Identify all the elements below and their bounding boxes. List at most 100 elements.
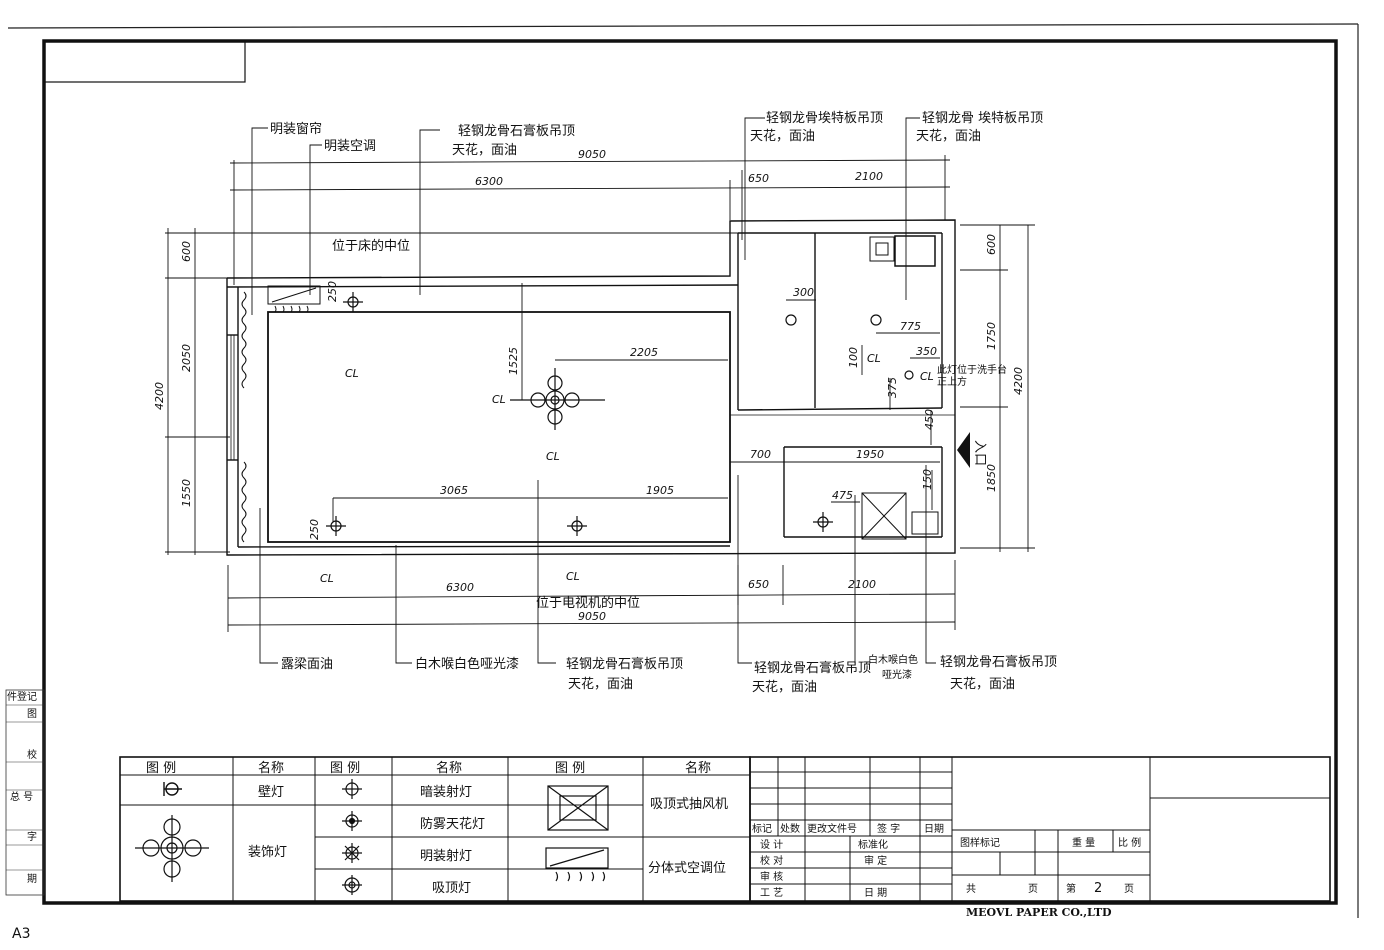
legend-header-4: 名称 (436, 760, 462, 776)
callout-white-paint-2a: 白木喉白色 (868, 653, 918, 666)
legend-split-ac: 分体式空调位 (648, 861, 726, 876)
callout-tv-center: 位于电视机的中位 (536, 595, 640, 611)
dim-3065: 3065 (440, 484, 468, 497)
entrance-label: 入口 (972, 440, 987, 466)
ceiling-lamp-icon (342, 875, 362, 895)
exhaust-fan-plan (861, 235, 939, 540)
tb-standard: 标准化 (858, 838, 888, 851)
centerline-3: CL (546, 450, 560, 463)
dim-top-left: 6300 (475, 175, 503, 188)
decor-lamp-icon (135, 815, 209, 882)
centerline-7: CL (920, 370, 934, 383)
legend-exhaust-fan: 吸顶式抽风机 (650, 797, 728, 812)
dim-250-top: 250 (326, 281, 339, 302)
centerline-6: CL (867, 352, 881, 365)
corner-box (43, 40, 246, 83)
legend-wall-lamp: 壁灯 (258, 785, 284, 800)
tb-total: 共 (966, 883, 976, 895)
tb-review: 审 定 (864, 854, 887, 867)
callout-ac: 明装空调 (324, 139, 376, 154)
plan-walls (226, 219, 956, 556)
rev-header-count: 处数 (780, 822, 800, 835)
callout-white-paint-2b: 哑光漆 (882, 668, 912, 681)
callout-mirror-b: 正上方 (937, 375, 967, 388)
dim-1950: 1950 (856, 448, 884, 461)
tb-craft: 工 艺 (760, 887, 783, 899)
rev-header-docno: 更改文件号 (807, 822, 857, 835)
dim-300: 300 (793, 286, 814, 299)
sheet-top-edge (7, 23, 1359, 29)
strip-label-3: 校 (27, 748, 37, 761)
dim-bot-mid: 650 (748, 578, 769, 591)
dim-left-600: 600 (180, 241, 193, 262)
legend-header-1: 图 例 (146, 761, 176, 776)
centerline-2: CL (492, 393, 506, 406)
dim-top-right: 2100 (855, 170, 883, 183)
strip-label-2: 图 (27, 708, 37, 720)
callout-white-paint: 白木喉白色哑光漆 (415, 656, 519, 672)
dim-700: 700 (750, 448, 771, 461)
drawing-frame (42, 39, 1338, 905)
dim-250-bottom: 250 (308, 519, 321, 540)
callout-ceiling-bot-3b: 天花，面油 (950, 676, 1015, 692)
callout-ceiling-bot-3a: 轻钢龙骨石膏板吊顶 (940, 654, 1057, 670)
dim-1905: 1905 (646, 484, 674, 497)
dim-100: 100 (847, 347, 860, 368)
legend-header-5: 图 例 (555, 761, 585, 776)
callout-ceiling-top-3b: 天花，面油 (916, 128, 981, 144)
dim-right-total: 4200 (1012, 367, 1025, 395)
dim-left-2050: 2050 (180, 344, 193, 372)
title-block-grid (749, 756, 1331, 902)
tb-audit: 审 核 (760, 870, 783, 883)
tb-drawing-mark: 图样标记 (960, 836, 1000, 849)
strip-label-5: 字 (27, 830, 37, 843)
exhaust-fan-icon (547, 785, 609, 831)
callout-beam: 露梁面油 (281, 657, 333, 672)
rev-header-mark: 标记 (752, 823, 772, 835)
left-binding-strip: 件登记 图 校 总 号 字 期 (5, 689, 45, 896)
dim-475: 475 (832, 489, 853, 502)
dim-150: 150 (921, 469, 934, 490)
callout-ceiling-top-2b: 天花，面油 (750, 128, 815, 144)
dim-bot-total: 9050 (578, 610, 606, 623)
tb-design: 设 计 (760, 838, 783, 851)
callout-ceiling-top-2a: 轻钢龙骨埃特板吊顶 (766, 111, 883, 126)
rev-header-sign: 签 字 (877, 822, 900, 835)
legend-header-3: 图 例 (330, 761, 360, 776)
dim-350: 350 (916, 345, 937, 358)
curtain-symbol (241, 291, 247, 543)
centerline-1: CL (345, 367, 359, 380)
dim-left-total: 4200 (153, 382, 166, 410)
dim-left-1550: 1550 (180, 479, 193, 507)
tb-nth: 第 (1066, 882, 1076, 895)
callout-bed-center: 位于床的中位 (332, 238, 410, 254)
dim-top-mid: 650 (748, 172, 769, 185)
dimension-lines (165, 155, 1035, 632)
spot-lights-plan (326, 292, 914, 536)
callout-ceiling-bot-2b: 天花，面油 (752, 679, 817, 695)
callout-ceiling-top-3a: 轻钢龙骨 埃特板吊顶 (922, 111, 1043, 126)
callout-ceiling-bot-1a: 轻钢龙骨石膏板吊顶 (566, 656, 683, 672)
ac-unit-plan (267, 285, 321, 313)
decorative-lamp-plan (510, 368, 605, 430)
recessed-spot-icon (342, 779, 362, 799)
dim-right-600: 600 (985, 234, 998, 255)
dim-bot-left: 6300 (446, 581, 474, 594)
strip-label-6: 期 (27, 873, 37, 885)
callout-curtain: 明装窗帘 (270, 121, 322, 137)
dim-right-1750: 1750 (985, 322, 998, 350)
dim-1525: 1525 (507, 347, 520, 375)
tb-date: 日 期 (864, 887, 887, 899)
tb-page-b: 页 (1124, 883, 1134, 895)
wall-lamp-icon (163, 782, 182, 796)
entrance-arrow (957, 432, 970, 468)
legend-header-2: 名称 (258, 760, 284, 776)
split-ac-icon (545, 847, 609, 882)
rev-header-date: 日期 (924, 823, 944, 835)
tb-page-number: 2 (1094, 881, 1102, 896)
legend-header-6: 名称 (685, 760, 711, 776)
dim-450: 450 (923, 409, 936, 430)
tb-weight: 重 量 (1072, 836, 1095, 849)
strip-label-1: 件登记 (7, 690, 37, 703)
tb-scale: 比 例 (1118, 836, 1141, 849)
